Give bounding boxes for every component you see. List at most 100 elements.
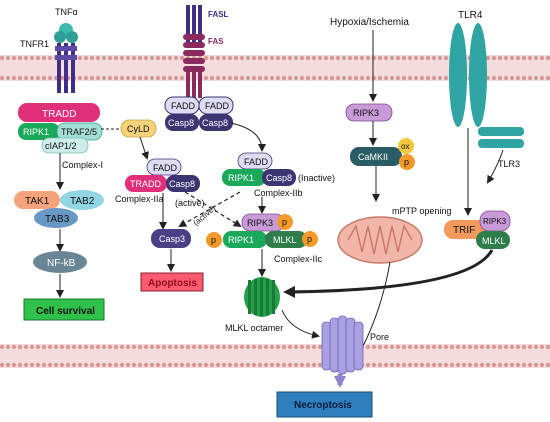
membrane-lipid — [5, 362, 11, 368]
membrane-lipid — [131, 344, 137, 350]
membrane-lipid — [23, 75, 29, 81]
tlr4-label: TLR4 — [458, 10, 483, 21]
camkii-node — [350, 147, 402, 166]
membrane-lipid — [95, 75, 101, 81]
membrane-lipid — [395, 344, 401, 350]
membrane-lipid — [437, 75, 443, 81]
membrane-lipid — [143, 344, 149, 350]
tradd-label-iia: TRADD — [130, 179, 161, 189]
membrane-lipid — [227, 344, 233, 350]
membrane-lipid — [35, 344, 41, 350]
membrane-lipid — [527, 75, 533, 81]
membrane-lipid — [0, 344, 5, 350]
membrane-lipid — [497, 362, 503, 368]
membrane-lipid — [23, 55, 29, 61]
trif-complex — [444, 210, 511, 249]
membrane-lipid — [443, 75, 449, 81]
membrane-lipid — [77, 55, 83, 61]
complex-iib-label: Complex-IIb — [254, 188, 303, 198]
membrane-lipid — [251, 362, 257, 368]
mlkl-octamer-label: MLKL octamer — [225, 323, 283, 333]
membrane-lipid — [41, 362, 47, 368]
membrane-lipid — [125, 75, 131, 81]
nfkb-node — [33, 251, 87, 273]
pore-label: Pore — [370, 332, 389, 342]
membrane-lipid — [53, 344, 59, 350]
fadd-label-iib: FADD — [244, 157, 269, 167]
membrane-lipid — [329, 75, 335, 81]
membrane-lipid — [491, 75, 497, 81]
membrane-lipid — [125, 362, 131, 368]
membrane-lipid — [137, 344, 143, 350]
membrane-lipid — [257, 75, 263, 81]
membrane-lipid — [527, 344, 533, 350]
membrane-lipid — [41, 55, 47, 61]
membrane-lipid — [509, 344, 515, 350]
cyld-arrow — [139, 136, 149, 160]
membrane-lipid — [47, 55, 53, 61]
membrane-lipid — [167, 362, 173, 368]
membrane-lipid — [515, 344, 521, 350]
membrane-lipid — [437, 344, 443, 350]
membrane-lipid — [269, 55, 275, 61]
membrane-lipid — [101, 55, 107, 61]
membrane-lipid — [89, 75, 95, 81]
membrane-lipid — [521, 362, 527, 368]
membrane-lipid — [311, 344, 317, 350]
membrane-lipid — [239, 55, 245, 61]
complex-iib — [222, 152, 296, 186]
membrane-lipid — [437, 55, 443, 61]
membrane-lipid — [263, 55, 269, 61]
complex-iia — [125, 158, 200, 192]
membrane-lipid — [83, 362, 89, 368]
membrane-lipid — [455, 344, 461, 350]
membrane-lipid — [17, 344, 23, 350]
membrane-lipid — [485, 55, 491, 61]
membrane-lipid — [449, 344, 455, 350]
p-label-3: p — [307, 234, 312, 244]
membrane-lipid — [155, 362, 161, 368]
membrane-lipid — [167, 55, 173, 61]
fadd-label-2: FADD — [205, 101, 230, 111]
membrane-lipid — [161, 344, 167, 350]
membrane-lipid — [299, 344, 305, 350]
membrane-lipid — [419, 75, 425, 81]
membrane-lipid — [347, 55, 353, 61]
membrane-lipid — [227, 55, 233, 61]
membrane-lipid — [431, 344, 437, 350]
membrane-lipid — [515, 55, 521, 61]
membrane-lipid — [239, 75, 245, 81]
membrane-lipid — [317, 362, 323, 368]
membrane-lipid — [383, 344, 389, 350]
membrane-lipid — [389, 55, 395, 61]
membrane-lipid — [191, 362, 197, 368]
membrane-lipid — [233, 362, 239, 368]
membrane-lipid — [5, 75, 11, 81]
membrane-lipid — [101, 75, 107, 81]
membrane-lipid — [89, 55, 95, 61]
membrane-lipid — [365, 75, 371, 81]
membrane-lipid — [47, 75, 53, 81]
membrane-lipid — [359, 75, 365, 81]
p-label-1: p — [282, 217, 287, 227]
tlr3-receptor — [478, 127, 524, 148]
hypoxia-label: Hypoxia/Ischemia — [330, 17, 409, 28]
membrane-lipid — [251, 344, 257, 350]
membrane-lipid — [173, 55, 179, 61]
membrane-lipid — [179, 55, 185, 61]
membrane-lipid — [113, 362, 119, 368]
membrane-lipid — [425, 75, 431, 81]
tradd-label-i: TRADD — [42, 109, 76, 120]
ciap12-label: cIAP1/2 — [45, 141, 77, 151]
membrane-lipid — [329, 55, 335, 61]
membrane-lipid — [203, 344, 209, 350]
membrane-lipid — [359, 55, 365, 61]
membrane-lipid — [527, 362, 533, 368]
membrane-lipid — [245, 75, 251, 81]
membrane-lipid — [539, 344, 545, 350]
membrane-lipid — [29, 55, 35, 61]
membrane-lipid — [461, 344, 467, 350]
membrane-lipid — [311, 75, 317, 81]
membrane-lipid — [533, 75, 539, 81]
membrane-lipid — [149, 362, 155, 368]
